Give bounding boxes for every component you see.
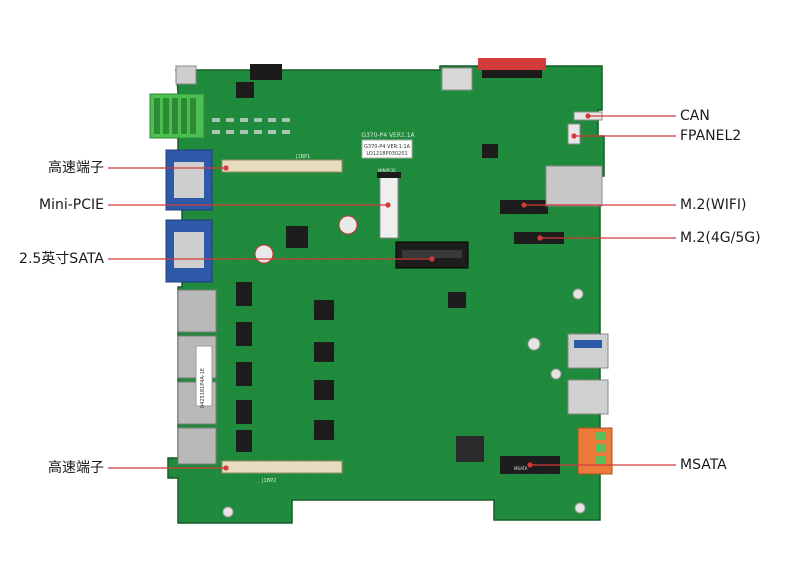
top-slot-silk: J1BP1 (295, 154, 310, 160)
minipcie-silk: MINIPCIE (378, 168, 396, 173)
audio-jack (175, 65, 197, 85)
usb-top (441, 67, 473, 91)
label-msata: MSATA (680, 457, 727, 473)
sim-holder (545, 165, 603, 207)
label-high-speed-top: 高速端子 (48, 160, 104, 176)
sticker-text-2: LO1218P030201 (366, 151, 407, 157)
msata-silk: MSATA (514, 466, 528, 471)
ic-chips (236, 82, 498, 452)
label-fpanel2: FPANEL2 (680, 128, 742, 144)
usb-right-1 (567, 333, 609, 369)
hs-slot-top (221, 159, 343, 173)
bottom-slot-silk: J1BP2 (261, 478, 276, 484)
side-sticker-text: 0425181P4A-1E (200, 368, 206, 408)
label-minipcie: Mini-PCIE (39, 197, 104, 213)
label-can: CAN (680, 108, 710, 124)
orange-terminal (577, 427, 613, 475)
hs-slot-bottom (221, 460, 343, 474)
capacitor (338, 215, 358, 235)
leader-lines (108, 113, 676, 471)
silk-model: G370-P4 VER1.1A (361, 132, 415, 139)
label-m2-wifi: M.2(WIFI) (680, 197, 747, 213)
version-sticker (361, 139, 413, 159)
label-high-speed-bottom: 高速端子 (48, 460, 104, 476)
pin-header (250, 64, 282, 80)
label-sata: 2.5英寸SATA (19, 251, 104, 267)
usb-right-2 (567, 379, 609, 415)
label-m2-4g5g: M.2(4G/5G) (680, 230, 761, 246)
red-header (478, 58, 546, 70)
main-chip (456, 436, 484, 462)
sticker-text-1: G370-P4 VER:1.1A (364, 144, 411, 150)
